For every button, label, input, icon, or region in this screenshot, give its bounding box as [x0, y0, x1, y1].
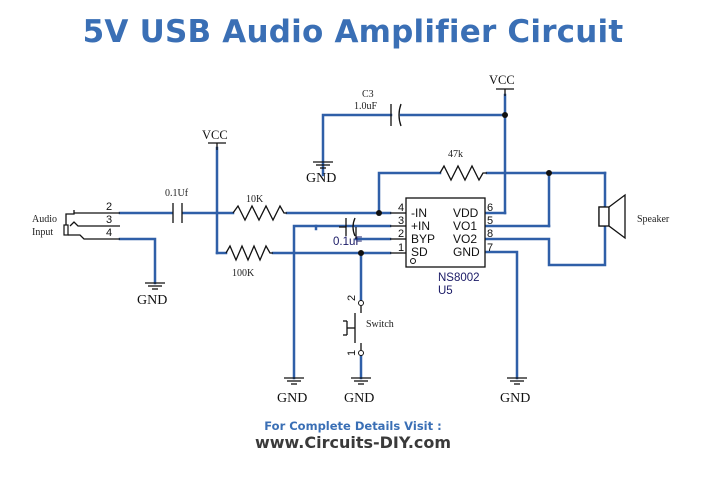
jack-pin-num: 4	[106, 227, 112, 239]
r-feedback-value: 47k	[448, 149, 463, 160]
jack-pin-num: 2	[106, 201, 112, 213]
push-switch: 2 1 Switch	[343, 295, 394, 356]
vcc-symbol-left: VCC	[202, 128, 228, 150]
gnd-label: GND	[306, 171, 336, 186]
footer-url: www.Circuits-DIY.com	[254, 433, 452, 452]
resistor-100k: 100K	[225, 244, 273, 279]
ic-pin-name: VO1	[453, 219, 477, 233]
ic-pin-num: 7	[487, 242, 493, 254]
page-title: 5V USB Audio Amplifier Circuit	[82, 14, 624, 50]
wire-gnd-ic	[483, 250, 519, 380]
gnd-label: GND	[277, 391, 307, 406]
speaker-label: Speaker	[637, 214, 670, 225]
wire-fb-left	[377, 171, 442, 215]
capacitor-bypass: 0.1uF	[333, 217, 362, 248]
ic-pin-num: 5	[487, 215, 493, 227]
wire-c3-top	[321, 113, 393, 177]
junction-dot	[502, 112, 508, 118]
ic-ns8002: 4 3 2 1 -IN +IN BYP SD VDD VO1 VO2 GND 6…	[390, 197, 493, 297]
junction-dot	[546, 170, 552, 176]
vcc-label: VCC	[489, 73, 515, 87]
gnd-label: GND	[344, 391, 374, 406]
vcc-label: VCC	[202, 128, 228, 142]
capacitor-input: 0.1Uf	[165, 188, 189, 223]
gnd-symbol-jack: GND	[137, 282, 167, 308]
ic-pin-num: 1	[398, 242, 404, 254]
capacitor-c3: C3 1.0uF	[354, 89, 402, 127]
jack-pin-num: 3	[106, 214, 112, 226]
switch-pin-num: 2	[346, 295, 358, 301]
c3-value: 1.0uF	[354, 101, 378, 112]
ic-pin-name: GND	[453, 245, 480, 259]
audio-input-jack: Audio Input 2 3 4	[32, 201, 120, 240]
wire-jack-4	[118, 237, 157, 285]
ic-pin-name: VO2	[453, 232, 477, 246]
junction-dot	[376, 210, 382, 216]
r-in-value: 10K	[246, 194, 264, 205]
ic-reference: U5	[438, 285, 453, 297]
gnd-symbol-switch: GND	[344, 377, 374, 406]
gnd-label: GND	[137, 293, 167, 308]
wire-vo2	[483, 224, 607, 267]
ic-pin-name: SD	[411, 245, 428, 259]
jack-label-line1: Audio	[32, 214, 57, 225]
c-in-value: 0.1Uf	[165, 188, 189, 199]
ic-part-number: NS8002	[438, 272, 480, 284]
ic-pin-name: -IN	[411, 206, 427, 220]
ic-pin-num: 6	[487, 202, 493, 214]
gnd-label: GND	[500, 391, 530, 406]
ic-pin-name: VDD	[453, 206, 479, 220]
gnd-symbol-pin3: GND	[277, 377, 307, 406]
wire-pin3-gnd	[292, 224, 392, 380]
c3-ref: C3	[362, 89, 374, 100]
resistor-47k: 47k	[439, 149, 487, 182]
r-sd-value: 100K	[232, 268, 255, 279]
c-byp-value: 0.1uF	[333, 236, 362, 248]
speaker: Speaker	[598, 193, 670, 240]
ic-pin-num: 8	[487, 228, 493, 240]
footer-label: For Complete Details Visit :	[264, 419, 442, 433]
switch-pin-num: 1	[346, 350, 358, 356]
ic-pin-num: 3	[398, 215, 404, 227]
jack-label-line2: Input	[32, 227, 53, 238]
vcc-symbol-right: VCC	[489, 73, 515, 96]
ic-pin-name: BYP	[411, 232, 435, 246]
ic-pin-name: +IN	[411, 219, 430, 233]
junction-dot	[358, 250, 364, 256]
ic-pin-num: 4	[398, 202, 404, 214]
ic-pin-num: 2	[398, 228, 404, 240]
gnd-symbol-ic: GND	[500, 377, 530, 406]
gnd-symbol-c3: GND	[306, 161, 336, 186]
resistor-10k: 10K	[232, 194, 287, 222]
switch-label: Switch	[366, 319, 394, 330]
